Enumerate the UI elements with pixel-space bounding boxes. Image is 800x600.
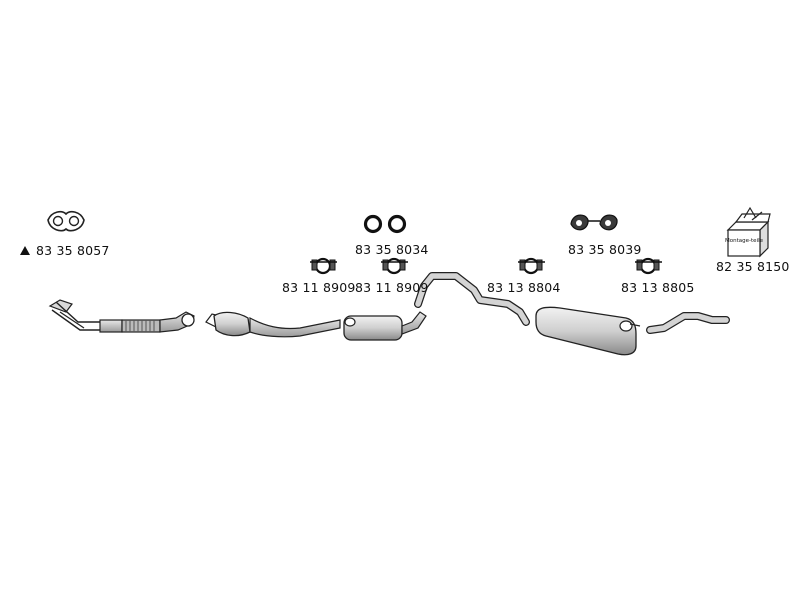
part-code-gasket: 83 35 8057 xyxy=(36,243,110,258)
part-code-mounting-kit: 82 35 8150 xyxy=(716,259,790,274)
intermediate-pipe-drawing xyxy=(414,272,530,326)
front-muffler-drawing xyxy=(343,311,427,341)
mounting-kit-box-icon xyxy=(726,206,771,258)
clamp-icon-1 xyxy=(310,257,337,275)
flex-pipe-section xyxy=(121,319,161,333)
rubber-mount-icon xyxy=(570,214,618,231)
clamp-icon-4 xyxy=(635,257,662,275)
seal-ring-icon xyxy=(363,214,407,234)
clamp-icon-2 xyxy=(381,257,408,275)
part-code-seal-rings: 83 35 8034 xyxy=(355,242,429,257)
clamp-icon-3 xyxy=(518,257,545,275)
part-code-rubber-mounts: 83 35 8039 xyxy=(568,242,642,257)
catalytic-converter-drawing xyxy=(205,311,341,338)
gasket-icon xyxy=(47,210,85,232)
part-code-clamp-2: 83 11 8909 xyxy=(355,280,429,295)
part-code-clamp-1: 83 11 8909 xyxy=(282,280,356,295)
part-code-clamp-3: 83 13 8804 xyxy=(487,280,561,295)
rear-muffler-drawing xyxy=(535,306,641,356)
front-pipe-drawing xyxy=(48,299,195,333)
part-code-clamp-4: 83 13 8805 xyxy=(621,280,695,295)
triangle-marker-icon xyxy=(20,246,30,255)
part-label-gasket: 83 35 8057 xyxy=(20,243,110,258)
mounting-kit-box-text: Montage-teile xyxy=(725,238,764,244)
tail-pipe-drawing xyxy=(646,312,730,334)
